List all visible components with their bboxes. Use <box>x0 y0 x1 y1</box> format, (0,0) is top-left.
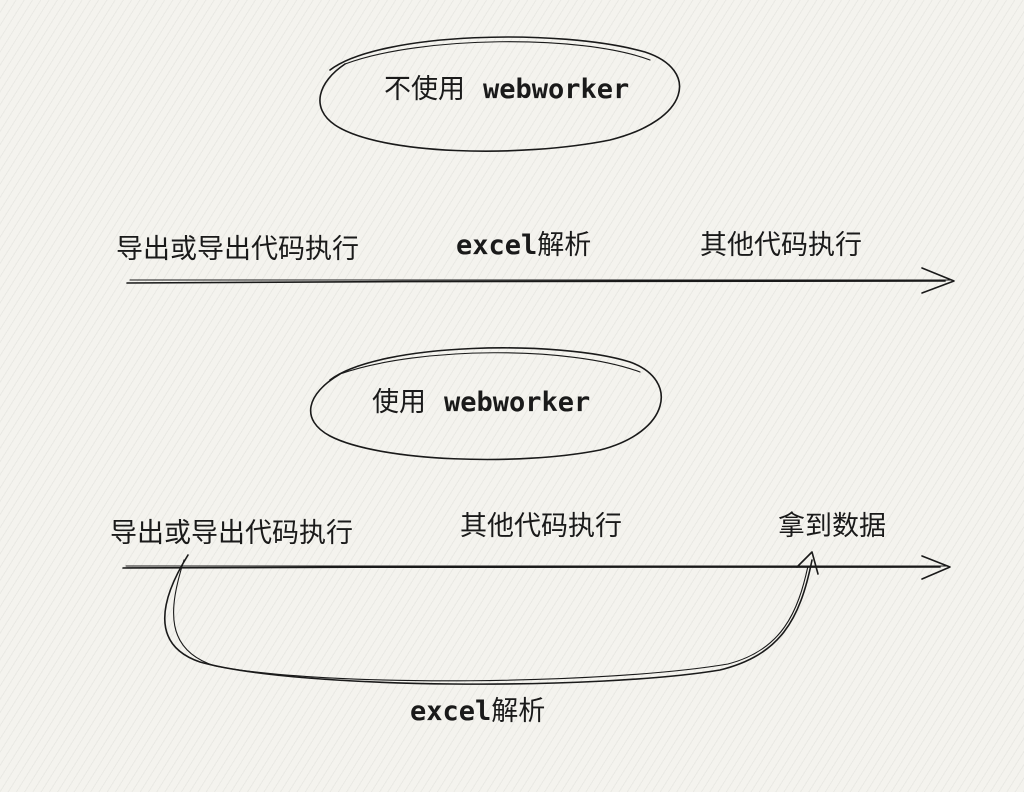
title-ellipse-with-overstroke <box>339 352 641 375</box>
without-step-excel-cn: 解析 <box>537 230 592 261</box>
title-ellipse-without <box>319 36 681 152</box>
async-excel-code: excel <box>410 696 492 727</box>
timeline-without-arrowhead <box>921 267 955 294</box>
title-without-code: webworker <box>483 74 630 105</box>
async-excel-parse: excel解析 <box>410 698 545 725</box>
title-with: 使用 webworker <box>372 389 590 416</box>
async-curve-arrowhead <box>796 551 819 575</box>
title-ellipse-without-overstroke <box>344 41 651 65</box>
title-without: 不使用 webworker <box>384 76 629 103</box>
without-step-export: 导出或导出代码执行 <box>116 234 359 265</box>
without-step-other: 其他代码执行 <box>700 230 862 261</box>
async-excel-cn: 解析 <box>491 696 546 727</box>
title-with-code: webworker <box>444 387 591 418</box>
title-ellipse-with <box>309 347 663 461</box>
timeline-without <box>126 267 955 294</box>
title-without-cn: 不使用 <box>384 74 465 105</box>
timeline-with <box>122 555 951 580</box>
with-step-export: 导出或导出代码执行 <box>110 518 353 549</box>
async-curve <box>164 551 819 685</box>
timeline-with-arrowhead <box>921 555 951 580</box>
with-step-other: 其他代码执行 <box>460 511 622 542</box>
without-step-excel-code: excel <box>456 230 538 261</box>
with-step-get-data: 拿到数据 <box>778 511 886 542</box>
title-with-cn: 使用 <box>372 387 426 418</box>
without-step-excel-parse: excel解析 <box>456 232 591 259</box>
